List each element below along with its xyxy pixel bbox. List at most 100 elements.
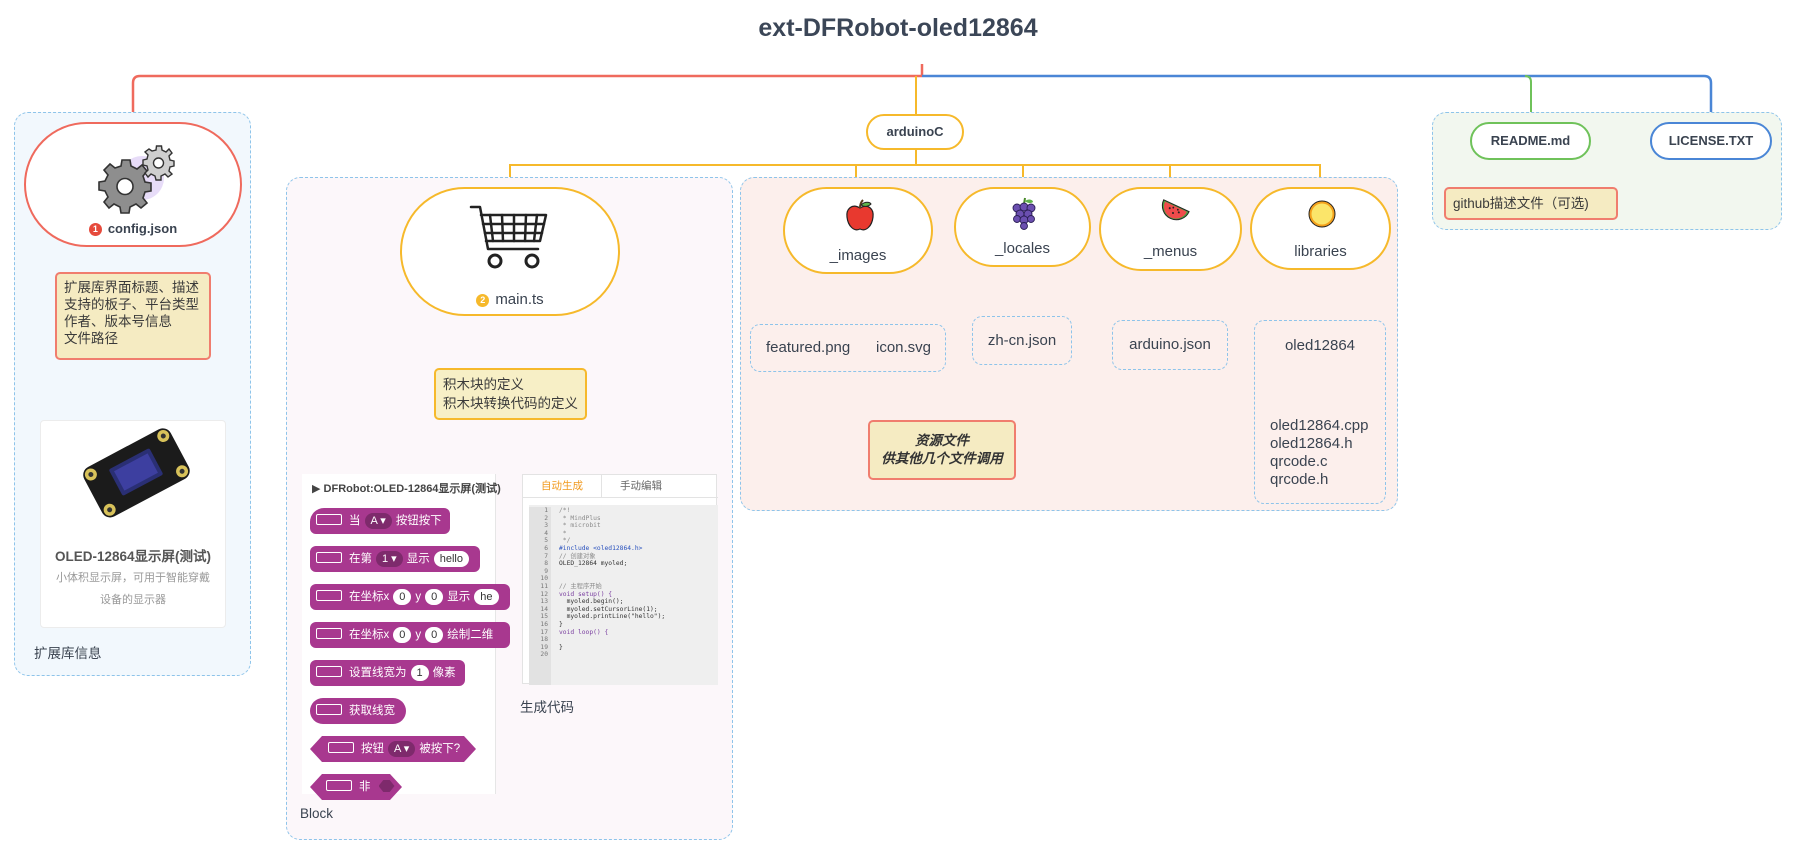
line-number: 2 [544,514,548,522]
block-text: 按钮按下 [395,515,442,527]
block-input[interactable]: he [474,589,499,605]
line-number: 9 [544,567,548,575]
main-note: 积木块的定义 积木块转换代码的定义 [434,368,587,420]
file-featured-png[interactable]: featured.png [766,339,851,356]
line-number: 1 [544,507,548,514]
line-number: 19 [540,643,548,651]
readme-note: github描述文件（可选) [1444,187,1618,220]
block-text: 在坐标x [349,629,390,641]
oled-tag-icon [326,780,352,791]
tab-auto-generate[interactable]: 自动生成 [523,475,602,497]
code-caption: 生成代码 [520,700,574,715]
code-line: myoled.begin(); [559,598,624,606]
block-text: 在第 [349,553,372,565]
line-number: 17 [540,628,548,636]
code-line: // 主程序开始 [559,582,602,590]
block-input[interactable]: 1 [410,665,429,681]
block-dropdown[interactable]: 1 ▾ [376,551,403,567]
oled-tag-icon [316,704,342,715]
code-line [559,651,665,659]
block-text: 像素 [432,667,456,679]
code-line: } [559,643,563,651]
readme-node[interactable]: README.md [1470,122,1591,160]
block-text: 显示 [406,553,430,565]
images-files: featured.png icon.svg [750,324,946,372]
gears-icon [98,145,175,214]
code-line: * MindPlus [559,514,601,522]
code-line: myoled.setCursorLine(1); [559,605,658,613]
line-number: 6 [544,544,548,552]
block-dropdown[interactable]: A ▾ [388,741,415,757]
block-input[interactable]: 0 [425,627,444,643]
images-node[interactable]: _images [783,187,933,274]
oled-tag-icon [316,514,342,525]
menus-label: _menus [1143,243,1198,260]
main-label-row: 2 main.ts [402,291,618,309]
line-number: 14 [540,605,548,613]
license-node[interactable]: LICENSE.TXT [1650,122,1772,160]
arduinoc-node[interactable]: arduinoC [866,114,964,150]
main-number-badge: 2 [476,294,490,307]
grapes-icon [1012,197,1036,230]
libraries-node[interactable]: libraries [1250,187,1391,270]
block-text: 被按下? [419,743,461,755]
block-not[interactable]: 非 [310,774,402,800]
main-note-line: 积木块转换代码的定义 [443,396,578,411]
code-line: */ [559,537,571,545]
locales-node[interactable]: _locales [954,187,1091,267]
folder-oled12864[interactable]: oled12864 [1284,337,1356,354]
block-hex-slot[interactable] [379,780,395,792]
block-input[interactable]: 0 [425,589,444,605]
code-line: OLED_12864 myoled; [559,560,628,568]
main-label: main.ts [495,291,544,308]
block-text: 设置线宽为 [349,667,407,679]
block-dropdown[interactable]: A ▾ [364,513,392,529]
line-number: 15 [540,613,548,621]
expand-triangle-icon: ▶ [312,483,321,495]
block-input[interactable]: 0 [393,589,412,605]
resource-note-line: 供其他几个文件调用 [881,451,1003,466]
block-input[interactable]: 0 [393,627,412,643]
oled-tag-icon [316,552,342,563]
block-text: 非 [359,781,371,793]
product-card[interactable]: OLED-12864显示屏(测试) 小体积显示屏，可用于智能穿戴 设备的显示器 [40,420,226,628]
line-number: 11 [540,582,548,590]
file-arduino-json[interactable]: arduino.json [1129,336,1211,353]
file-icon-svg[interactable]: icon.svg [876,339,932,356]
menus-node[interactable]: _menus [1099,187,1242,271]
block-text: 当 [349,515,361,527]
menus-files: arduino.json [1112,320,1228,370]
file-qrcode-c[interactable]: qrcode.c [1270,453,1328,470]
code-line: } [559,620,563,628]
file-oled12864-h[interactable]: oled12864.h [1270,435,1353,452]
main-note-line: 积木块的定义 [443,377,524,392]
arduinoc-label: arduinoC [886,124,944,139]
block-caption: Block [300,806,334,821]
palette-title-text: DFRobot:OLED-12864显示屏(测试) [323,483,501,495]
code-line: * microbit [559,522,601,530]
main-node[interactable]: 2 main.ts [400,187,620,316]
code-text: /*! * MindPlus * microbit * */#include <… [559,507,665,659]
tab-manual-edit[interactable]: 手动编辑 [620,480,662,492]
file-qrcode-h[interactable]: qrcode.h [1270,471,1329,488]
line-number: 4 [544,529,548,537]
line-number: 3 [544,522,548,530]
file-oled12864-cpp[interactable]: oled12864.cpp [1270,417,1369,434]
resource-note-line: 资源文件 [915,433,969,448]
line-number: 5 [544,537,548,545]
block-input[interactable]: hello [433,551,469,567]
file-zh-cn-json[interactable]: zh-cn.json [987,332,1057,349]
line-number: 12 [540,590,548,598]
block-get-line-width[interactable]: 获取线宽 [310,698,406,724]
code-line: #include <oled12864.h> [559,544,643,552]
config-note: 扩展库界面标题、描述 支持的板子、平台类型 作者、版本号信息 文件路径 [55,272,211,360]
